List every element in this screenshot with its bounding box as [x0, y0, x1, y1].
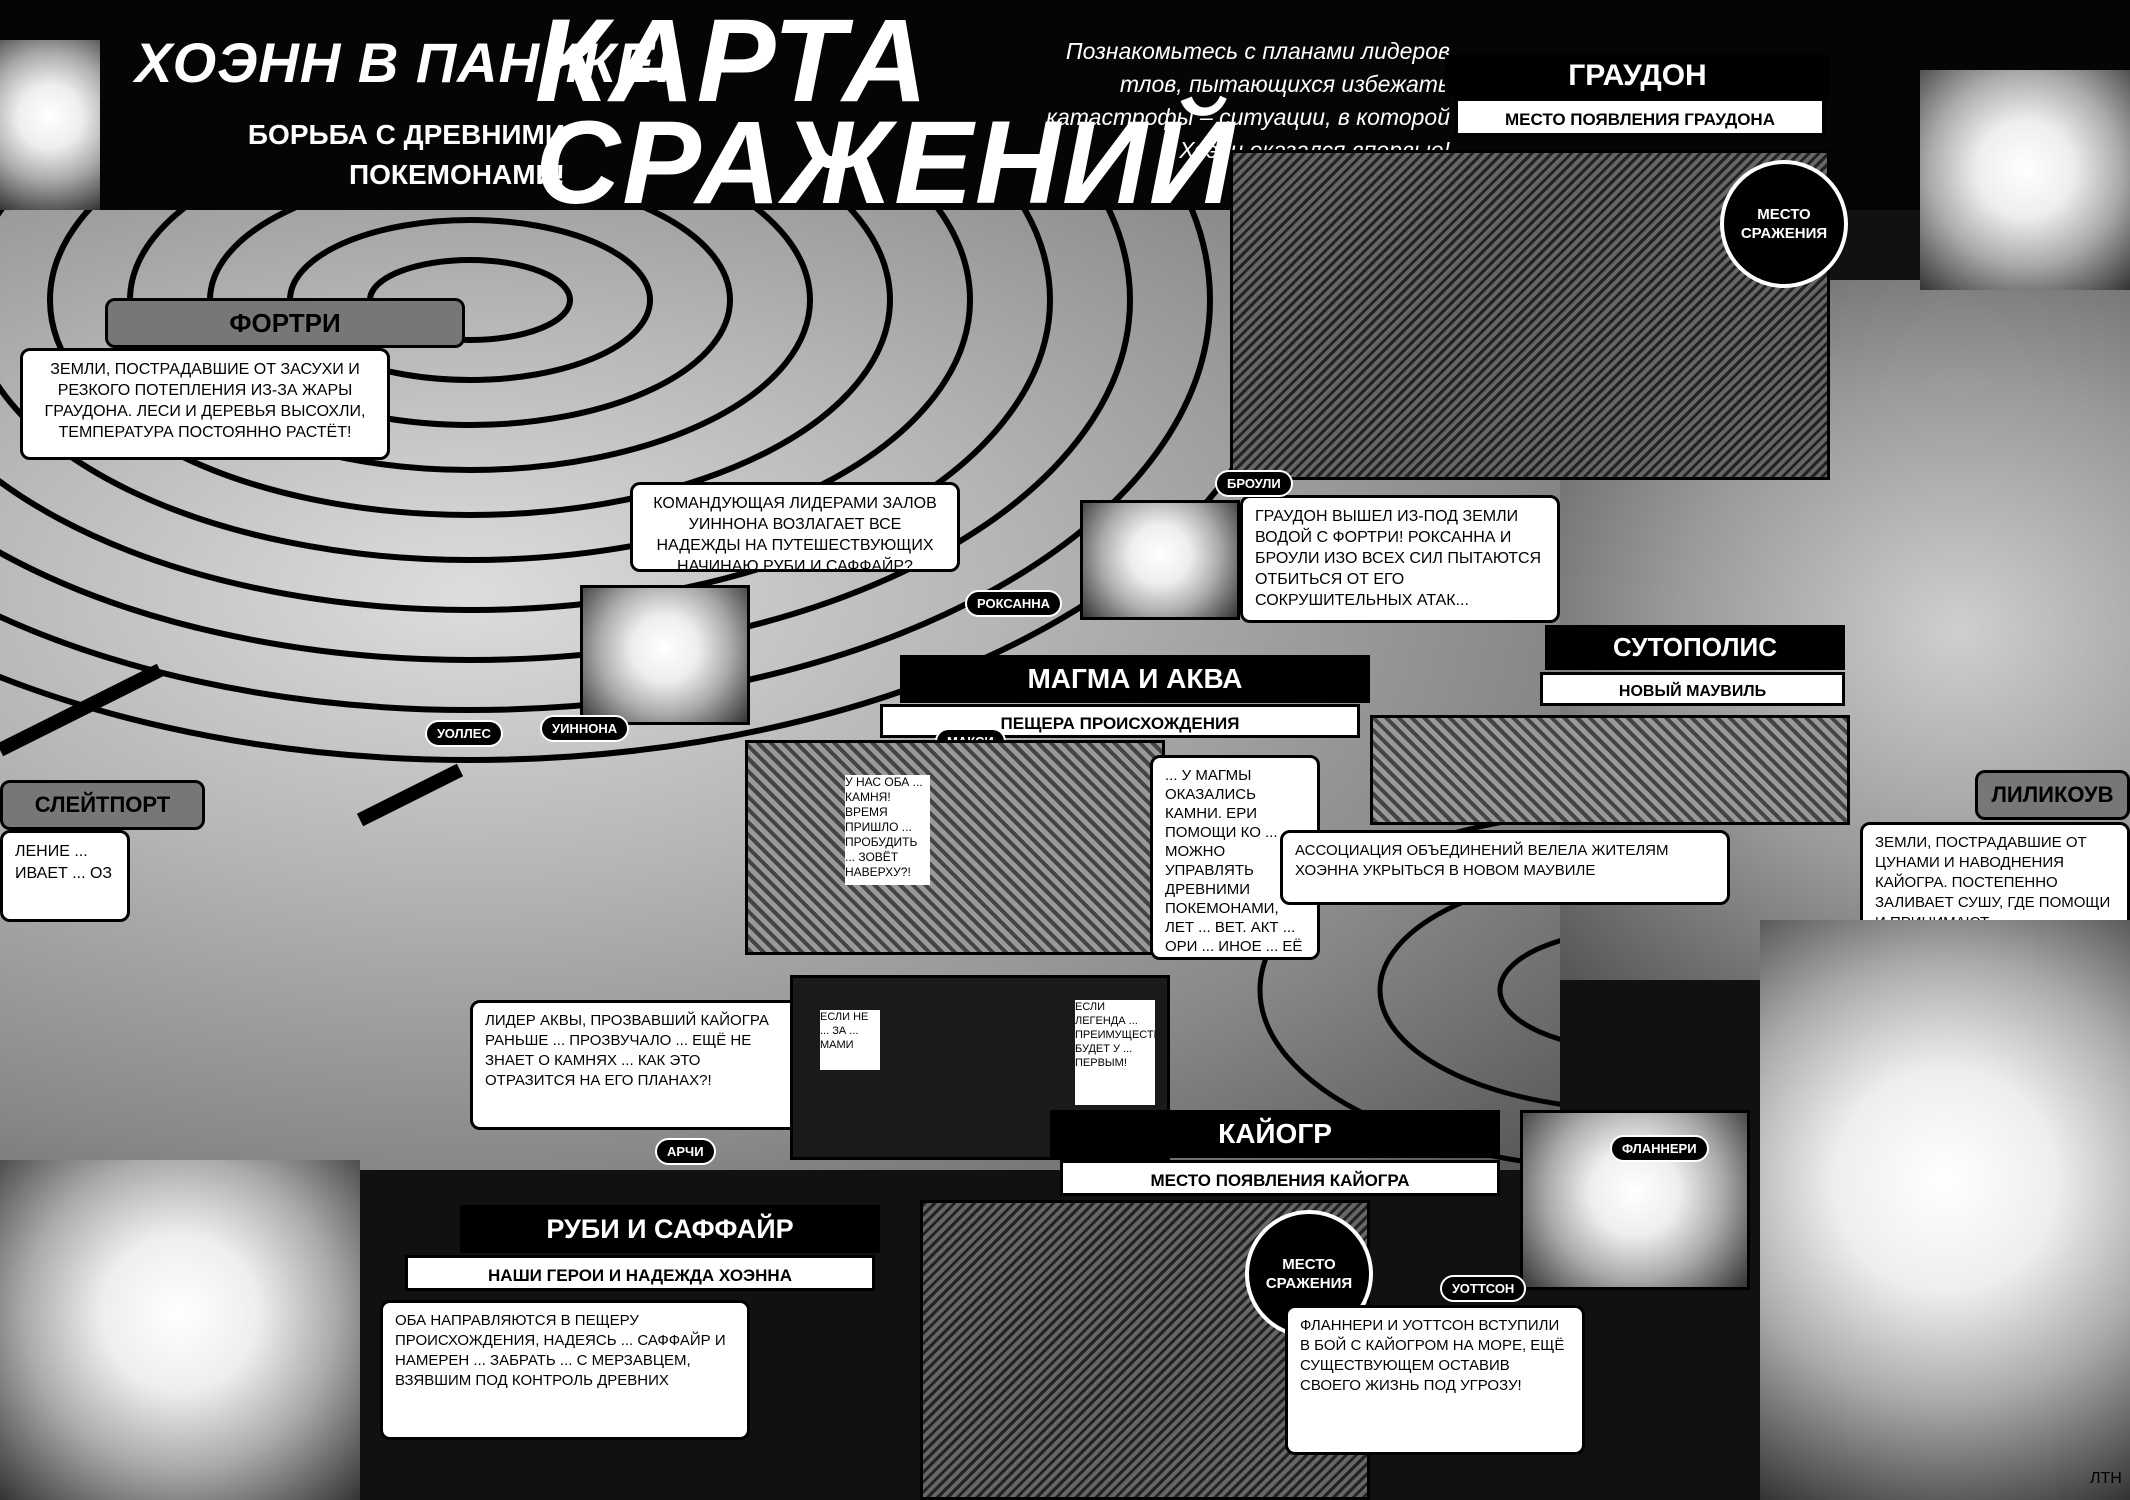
magma-aqua-subtitle: ПЕЩЕРА ПРОИСХОЖДЕНИЯ: [880, 704, 1360, 738]
maxie-panel: [745, 740, 1165, 955]
ruby-sapphire-subtitle: НАШИ ГЕРОИ И НАДЕЖДА ХОЭННА: [405, 1255, 875, 1291]
tag-roxanne: РОКСАННА: [965, 590, 1062, 617]
center-caption: КОМАНДУЮЩАЯ ЛИДЕРАМИ ЗАЛОВ УИННОНА ВОЗЛА…: [630, 482, 960, 575]
roxanne-brawly-portrait: [1080, 500, 1240, 620]
fortree-text: ЗЕМЛИ, ПОСТРАДАВШИЕ ОТ ЗАСУХИ И РЕЗКОГО …: [20, 348, 390, 460]
kyogre-label: КАЙОГР: [1050, 1110, 1500, 1158]
ruby-sapphire-text: ОБА НАПРАВЛЯЮТСЯ В ПЕЩЕРУ ПРОИСХОЖДЕНИЯ,…: [380, 1300, 750, 1440]
tag-flannery: ФЛАННЕРИ: [1610, 1135, 1709, 1162]
lilycove-label: ЛИЛИКОУВ: [1975, 770, 2130, 820]
slateport-text: ЛЕНИЕ ... ИВАЕТ ... ОЗ: [0, 830, 130, 922]
character-portrait-top-right: [1920, 70, 2130, 290]
sootopolis-text: АССОЦИАЦИЯ ОБЪЕДИНЕНИЙ ВЕЛЕЛА ЖИТЕЛЯМ ХО…: [1280, 830, 1730, 905]
archie-bubble: ЕСЛИ НЕ ... ЗА ... МАМИ: [820, 1010, 880, 1070]
title-big: КАРТА СРАЖЕНИЙ: [535, 0, 1236, 229]
maxie-bubble: У НАС ОБА ... КАМНЯ! ВРЕМЯ ПРИШЛО ... ПР…: [845, 775, 930, 885]
tag-brawly: БРОУЛИ: [1215, 470, 1293, 497]
tag-wattson: УОТТСОН: [1440, 1275, 1527, 1302]
tag-wallace: УОЛЛЕС: [425, 720, 503, 747]
archie-bubble2: ЕСЛИ ЛЕГЕНДА ... ПРЕИМУЩЕСТВО БУДЕТ У ..…: [1075, 1000, 1155, 1105]
lilycove-text: ЗЕМЛИ, ПОСТРАДАВШИЕ ОТ ЦУНАМИ И НАВОДНЕН…: [1860, 822, 2130, 932]
groudon-battle-seal: МЕСТО СРАЖЕНИЯ: [1720, 160, 1848, 288]
sootopolis-panel: [1370, 715, 1850, 825]
character-portrait-top-left: [0, 40, 100, 210]
page-mark: ЛТН: [2090, 1470, 2122, 1487]
sootopolis-label: СУТОПОЛИС: [1545, 625, 1845, 670]
intro-text: Познакомьтесь с планами лидеров тлов, пы…: [1046, 38, 1450, 163]
archie-text: ЛИДЕР АКВЫ, ПРОЗВАВШИЙ КАЙОГРА РАНЬШЕ ..…: [470, 1000, 800, 1130]
groudon-label: ГРАУДОН: [1445, 55, 1830, 97]
tag-archie: АРЧИ: [655, 1138, 716, 1165]
title-line1: ХОЭНН В ПАНИКЕ!: [135, 31, 675, 94]
groudon-text: ГРАУДОН ВЫШЕЛ ИЗ-ПОД ЗЕМЛИ ВОДОЙ С ФОРТР…: [1240, 495, 1560, 623]
kyogre-subtitle: МЕСТО ПОЯВЛЕНИЯ КАЙОГРА: [1060, 1160, 1500, 1196]
title-line2: БОРЬБА С ДРЕВНИМИ ПОКЕМОНАМИ!: [247, 119, 565, 190]
tag-winona: УИННОНА: [540, 715, 630, 742]
ruby-sapphire-label: РУБИ И САФФАЙР: [460, 1205, 880, 1253]
slateport-label: СЛЕЙТПОРТ: [0, 780, 205, 830]
kyogre-text: ФЛАННЕРИ И УОТТСОН ВСТУПИЛИ В БОЙ С КАЙО…: [1285, 1305, 1585, 1455]
fortree-label: ФОРТРИ: [105, 298, 465, 348]
wallace-winona-portrait: [580, 585, 750, 725]
groudon-subtitle: МЕСТО ПОЯВЛЕНИЯ ГРАУДОНА: [1455, 98, 1825, 136]
sootopolis-subtitle: НОВЫЙ МАУВИЛЬ: [1540, 672, 1845, 706]
storm-rings: [0, 210, 1560, 1169]
sapphire-portrait: [1760, 920, 2130, 1500]
magma-aqua-label: МАГМА И АКВА: [900, 655, 1370, 703]
ruby-portrait: [0, 1160, 360, 1500]
